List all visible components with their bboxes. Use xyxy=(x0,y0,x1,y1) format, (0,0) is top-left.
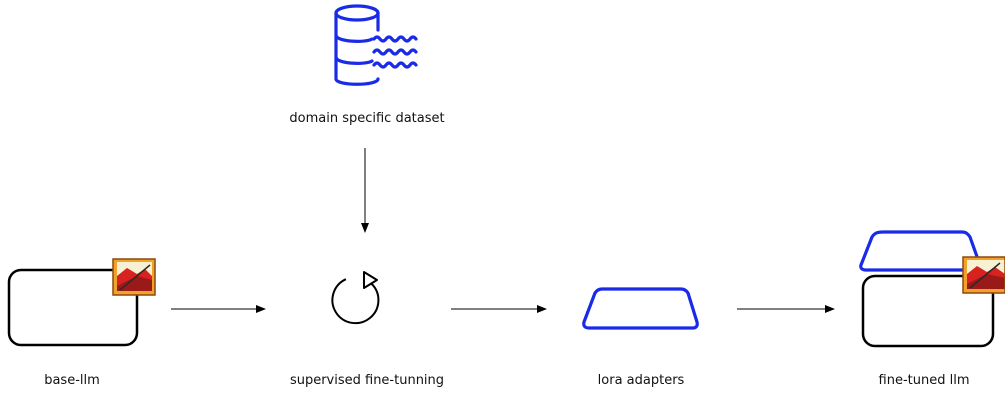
finetuned-llm-box xyxy=(861,274,995,348)
sft-label: supervised fine-tunning xyxy=(290,373,444,388)
dataset-label: domain specific dataset xyxy=(289,111,444,126)
base-llm-box xyxy=(7,268,139,347)
base-llm-label: base-llm xyxy=(44,373,100,388)
database-icon xyxy=(334,4,418,86)
lora-adapter-shape xyxy=(582,287,699,330)
lora-label: lora adapters xyxy=(598,373,685,388)
finetuned-label: fine-tuned llm xyxy=(879,373,970,388)
rotate-arrow-icon xyxy=(331,271,380,325)
image-icon xyxy=(112,258,156,296)
image-icon xyxy=(962,256,1005,294)
